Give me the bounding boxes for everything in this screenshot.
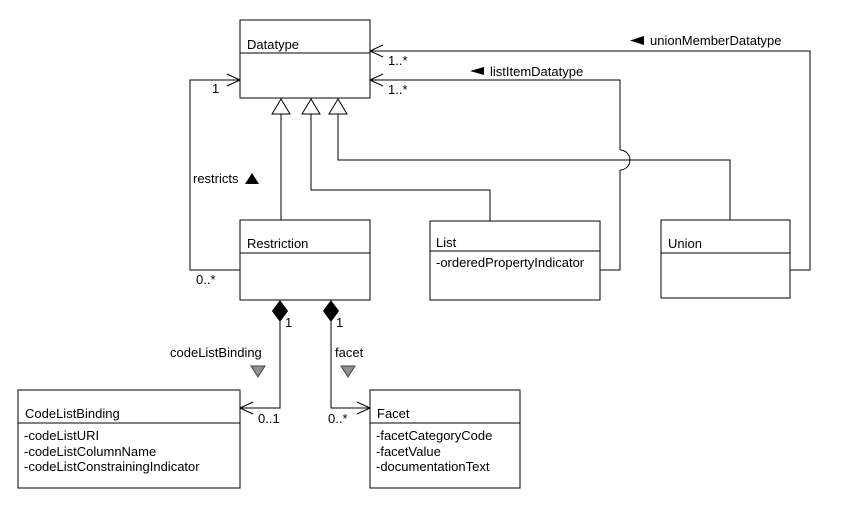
direction-indicator-left-icon [630,36,644,45]
class-name: Facet [377,406,410,421]
multiplicity-label: 1 [285,315,292,330]
class-codelistbinding[interactable]: CodeListBinding -codeListURI -codeListCo… [17,389,241,489]
class-name: Restriction [247,236,308,251]
class-name: Datatype [247,37,299,52]
association-line [370,79,621,150]
direction-indicator-left-icon [470,67,484,75]
association-name-label: facet [335,345,364,360]
class-name: List [436,235,457,250]
multiplicity-label: 1 [336,315,343,330]
association-line [370,50,811,271]
direction-indicator-up-icon [245,173,259,184]
class-attribute: -codeListURI [24,428,99,443]
generalization-list-datatype[interactable] [301,98,491,221]
class-attribute: -facetCategoryCode [376,428,492,443]
association-line [189,79,240,271]
direction-indicator-down-icon [250,365,266,378]
generalization-triangle-icon [301,98,321,115]
association-line [600,170,621,271]
multiplicity-label: 0..* [196,272,216,287]
class-box [660,219,791,299]
association-line [240,321,281,409]
line-jump-icon [619,149,631,171]
composition-diamond-icon [322,300,340,322]
class-box [429,220,601,301]
class-box [369,389,521,489]
class-facet[interactable]: Facet -facetCategoryCode -facetValue -do… [369,389,521,489]
association-name-label: unionMemberDatatype [650,33,782,48]
class-restriction[interactable]: Restriction [239,219,371,301]
class-list[interactable]: List -orderedPropertyIndicator [429,220,601,301]
class-attribute: -orderedPropertyIndicator [436,255,585,270]
composition-facet[interactable]: 1 facet 0..* [322,300,372,426]
class-box [239,19,371,99]
class-attribute: -codeListColumnName [24,444,156,459]
class-attribute: -documentationText [376,459,490,474]
class-union[interactable]: Union [660,219,791,299]
generalization-union-datatype[interactable] [328,98,731,220]
association-name-label: listItemDatatype [490,64,583,79]
class-box [17,389,241,489]
class-name: CodeListBinding [25,406,120,421]
association-name-label: restricts [193,171,239,186]
generalization-line [337,114,731,220]
association-listItemDatatype[interactable]: listItemDatatype 1..* [368,64,631,271]
association-restricts[interactable]: 1 restricts 0..* [189,73,259,287]
multiplicity-label: 0..1 [258,411,280,426]
class-attribute: -codeListConstrainingIndicator [24,459,200,474]
association-line [330,321,370,409]
multiplicity-label: 0..* [328,411,348,426]
class-name: Union [668,236,702,251]
generalization-triangle-icon [271,98,291,115]
multiplicity-label: 1..* [388,53,408,68]
composition-codeListBinding[interactable]: 1 codeListBinding 0..1 [170,300,292,426]
class-datatype[interactable]: Datatype [239,19,371,99]
multiplicity-label: 1 [212,81,219,96]
association-unionMemberDatatype[interactable]: unionMemberDatatype 1..* [368,33,811,271]
generalization-restriction-datatype[interactable] [271,98,291,220]
class-attribute: -facetValue [376,444,441,459]
composition-diamond-icon [271,300,289,322]
multiplicity-label: 1..* [388,82,408,97]
association-name-label: codeListBinding [170,345,262,360]
class-box [239,219,371,301]
generalization-line [310,114,491,221]
generalization-triangle-icon [328,98,348,115]
direction-indicator-down-icon [340,365,356,378]
